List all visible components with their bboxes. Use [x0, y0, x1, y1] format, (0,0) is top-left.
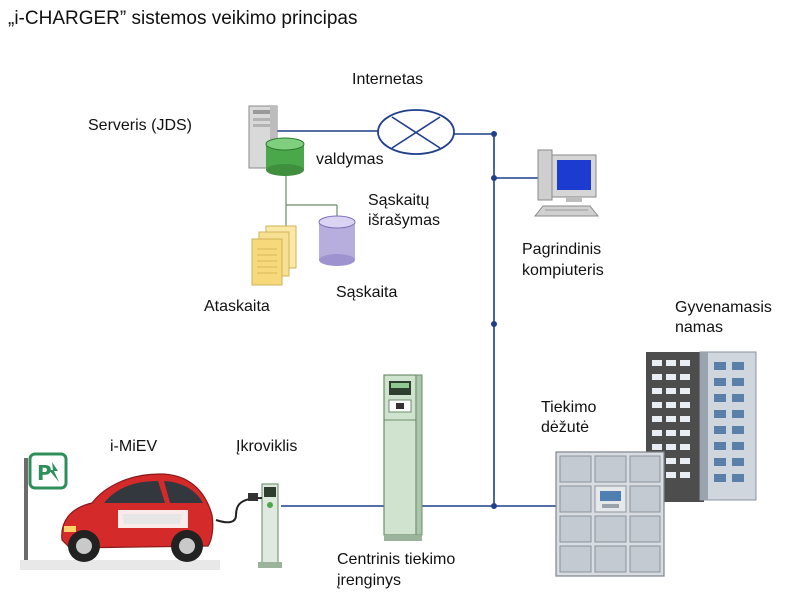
label-billing-line2: išrašymas [368, 212, 441, 229]
junction-dots [491, 131, 497, 509]
label-supply-box-line1: Tiekimo [541, 399, 597, 416]
internet-icon [377, 109, 455, 155]
report-documents-icon [251, 225, 297, 286]
label-internet: Internetas [352, 71, 424, 88]
label-invoice: Sąskaita [336, 284, 398, 301]
invoice-database-icon [318, 215, 356, 266]
connection-lines [276, 130, 556, 507]
main-computer-icon [533, 149, 600, 217]
label-main-pc-line1: Pagrindinis [522, 241, 602, 258]
label-charger: Įkroviklis [236, 438, 298, 455]
parking-sign-letter: P [37, 461, 52, 485]
supply-box-icon [555, 451, 665, 577]
label-central-line2: įrenginys [337, 572, 402, 589]
charger-icon [215, 483, 282, 568]
label-report: Ataskaita [204, 298, 270, 315]
ground-strip [20, 560, 220, 570]
label-house-line1: Gyvenamasis [675, 299, 772, 316]
apartment-building-icon [646, 351, 757, 502]
central-supply-unit-icon [383, 374, 423, 541]
label-control: valdymas [316, 151, 384, 168]
page-title: „i-CHARGER” sistemos veikimo principas [8, 8, 358, 29]
label-car: i-MiEV [110, 438, 158, 455]
label-billing-line1: Sąskaitų [368, 192, 430, 209]
label-supply-box-line2: dėžutė [541, 419, 590, 436]
parking-sign-icon: P [24, 452, 68, 560]
label-server: Serveris (JDS) [88, 117, 193, 134]
label-main-pc-line2: kompiuteris [522, 262, 604, 279]
label-central-line1: Centrinis tiekimo [337, 551, 456, 568]
label-house-line2: namas [675, 319, 724, 336]
control-database-icon [265, 137, 305, 176]
electric-car-icon [61, 473, 214, 562]
